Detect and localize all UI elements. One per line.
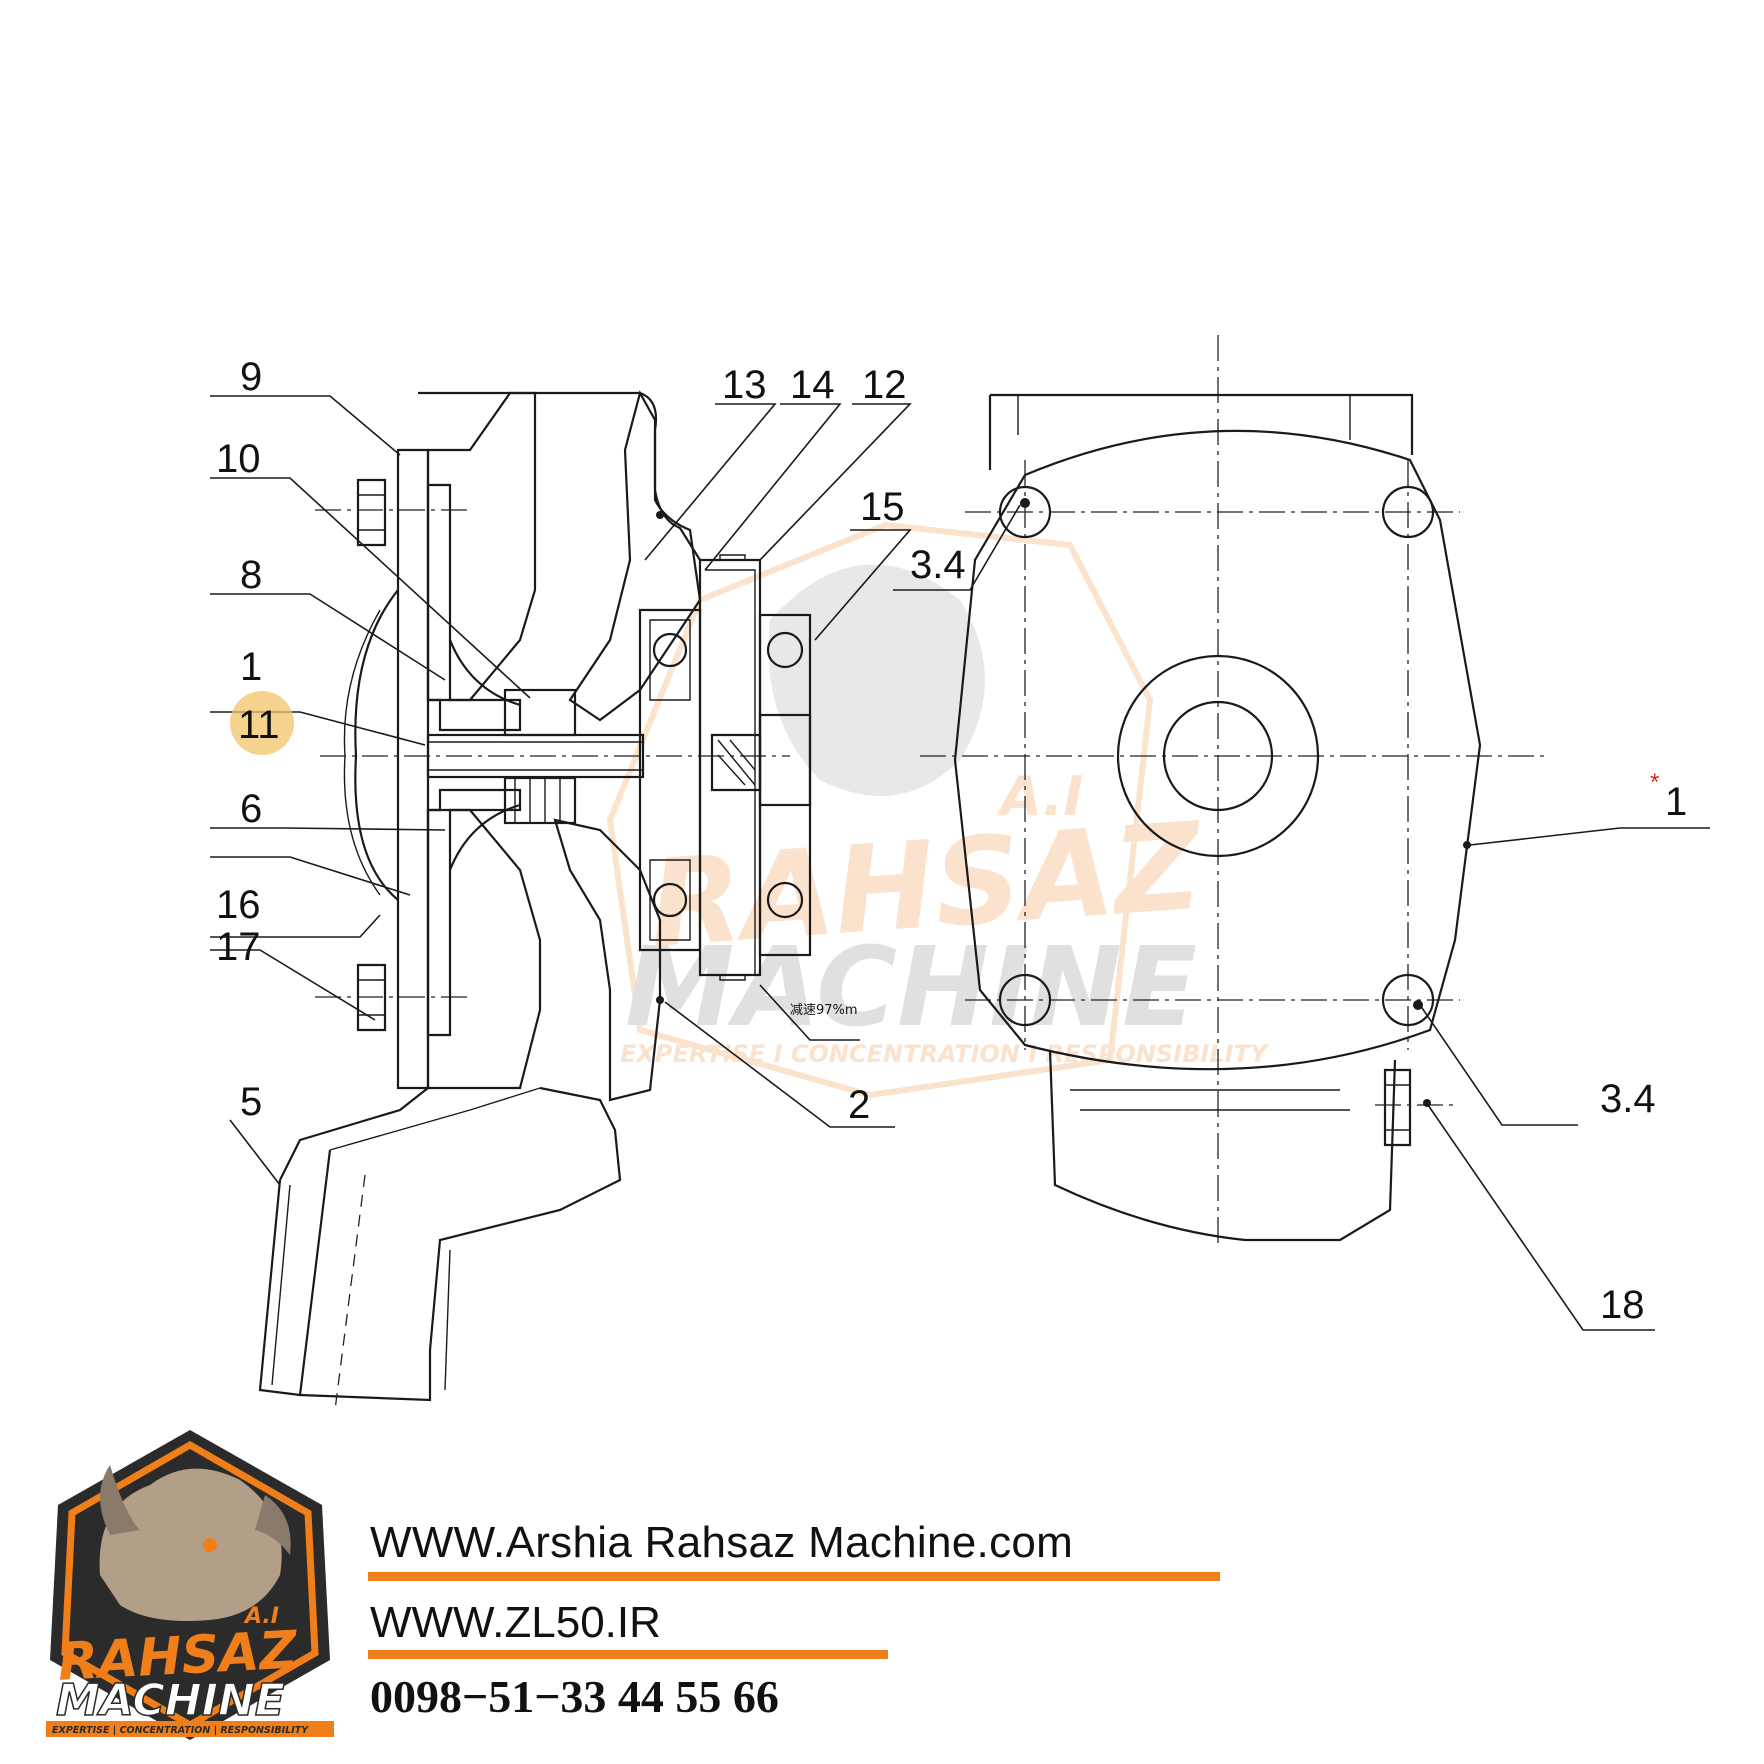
watermark-machine: MACHINE xyxy=(625,923,1197,1051)
label-8: 8 xyxy=(240,553,262,597)
label-14: 14 xyxy=(790,363,835,407)
logo-rahsaz: RAHSAZ xyxy=(56,1620,299,1693)
phone-number: 0098−51−33 44 55 66 xyxy=(370,1671,779,1722)
rhino-icon xyxy=(99,1468,282,1621)
section-view xyxy=(258,390,812,1411)
label-17: 17 xyxy=(216,925,261,969)
rahsaz-machine-logo: A.I RAHSAZ MACHINE EXPERTISE | CONCENTRA… xyxy=(46,1430,334,1740)
website-2[interactable]: WWW.ZL50.IR xyxy=(370,1598,661,1647)
label-1-right: 1 xyxy=(1665,780,1687,824)
logo-ai: A.I xyxy=(243,1604,279,1629)
label-10: 10 xyxy=(216,437,261,481)
tiny-note: 减速97%m xyxy=(790,1003,858,1018)
divider-orange-1 xyxy=(368,1572,1220,1581)
label-13: 13 xyxy=(722,363,767,407)
watermark-ai: A.I xyxy=(996,765,1083,828)
label-3-4-top: 3.4 xyxy=(910,543,966,587)
label-asterisk: * xyxy=(1650,769,1659,796)
front-view xyxy=(920,335,1545,1245)
label-16: 16 xyxy=(216,883,261,927)
label-6: 6 xyxy=(240,787,262,831)
label-9: 9 xyxy=(240,355,262,399)
label-5: 5 xyxy=(240,1080,262,1124)
label-12: 12 xyxy=(862,363,907,407)
label-15: 15 xyxy=(860,485,905,529)
divider-orange-2 xyxy=(368,1650,888,1659)
label-11: 11 xyxy=(238,703,280,747)
label-3-4-bottom: 3.4 xyxy=(1600,1077,1656,1121)
logo-machine: MACHINE xyxy=(56,1675,285,1726)
watermark: A.I RAHSAZ MACHINE EXPERTISE I CONCENTRA… xyxy=(606,521,1270,1099)
website-1[interactable]: WWW.Arshia Rahsaz Machine.com xyxy=(370,1518,1074,1567)
watermark-tagline: EXPERTISE I CONCENTRATION I RESPONSIBILI… xyxy=(620,1040,1270,1068)
label-1-left: 1 xyxy=(240,645,262,689)
highlight-11 xyxy=(230,691,294,755)
part-labels: 9 10 8 1 11 6 16 17 5 13 14 12 15 2 3.4 … xyxy=(216,355,1687,1327)
logo-tagline: EXPERTISE | CONCENTRATION | RESPONSIBILI… xyxy=(52,1725,309,1736)
label-18: 18 xyxy=(1600,1283,1645,1327)
label-2: 2 xyxy=(848,1083,870,1127)
